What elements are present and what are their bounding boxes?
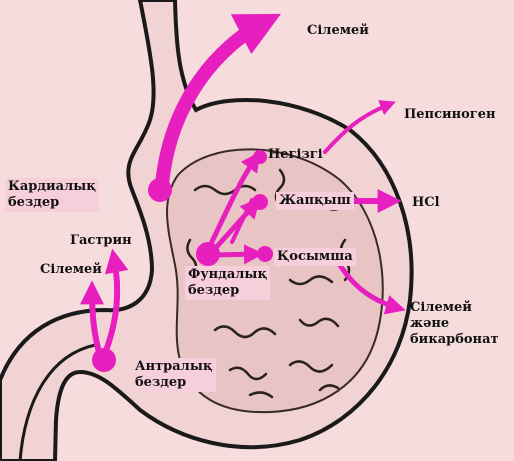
parietal-cell-dot <box>252 194 268 210</box>
label-hcl: HCl <box>412 195 440 210</box>
label-parietal-cells: Жапқыш <box>276 192 354 210</box>
antral-gland-dot <box>92 348 116 372</box>
label-chief-cells: Негізгі <box>268 147 323 162</box>
label-accessory-cells: Қосымша <box>274 248 356 266</box>
stomach-inner-lining <box>166 148 384 414</box>
gastric-folds <box>186 168 351 399</box>
arrow-fundic-to-chief <box>205 151 261 253</box>
arrow-chief-to-pepsinogen <box>323 100 396 154</box>
duodenum-inner <box>18 343 96 461</box>
arrow-accessory-to-mucus-bicarb <box>335 259 406 315</box>
label-mucus-bicarbonate: Сілемей және бикарбонат <box>410 300 514 348</box>
label-mucus-bicarbonate-line1: Сілемей және <box>410 300 472 331</box>
label-antral-glands: Антралық бездер <box>132 358 216 392</box>
label-mucus-top: Сілемей <box>307 23 369 38</box>
accessory-cell-dot <box>257 246 273 262</box>
label-gastrin: Гастрин <box>70 233 132 248</box>
label-cardiac-glands: Кардиалық бездер <box>5 178 99 212</box>
arrows <box>80 13 406 359</box>
label-antral-glands-line1: Антралық <box>135 359 213 374</box>
label-fundic-glands-line2: бездер <box>188 283 240 298</box>
label-cardiac-glands-line2: бездер <box>8 195 60 210</box>
label-fundic-glands: Фундалық бездер <box>185 266 271 300</box>
arrow-fundic-to-parietal-b <box>230 198 254 244</box>
arrow-antral-to-gastrin <box>101 248 129 359</box>
label-fundic-glands-line1: Фундалық <box>188 267 268 282</box>
label-mucus-bicarbonate-line2: бикарбонат <box>410 332 499 347</box>
gland-dots <box>92 150 273 372</box>
arrow-fundic-to-accessory <box>212 244 264 265</box>
chief-cell-dot <box>253 150 267 164</box>
label-mucus-left: Сілемей <box>40 262 102 277</box>
label-cardiac-glands-line1: Кардиалық <box>8 179 96 194</box>
label-pepsinogen: Пепсиноген <box>404 107 496 122</box>
fundic-gland-dot <box>196 242 220 266</box>
cardiac-gland-dot <box>148 178 172 202</box>
stomach-drawing <box>0 0 414 461</box>
arrow-cardiac-to-mucus <box>155 13 281 192</box>
label-antral-glands-line2: бездер <box>135 375 187 390</box>
